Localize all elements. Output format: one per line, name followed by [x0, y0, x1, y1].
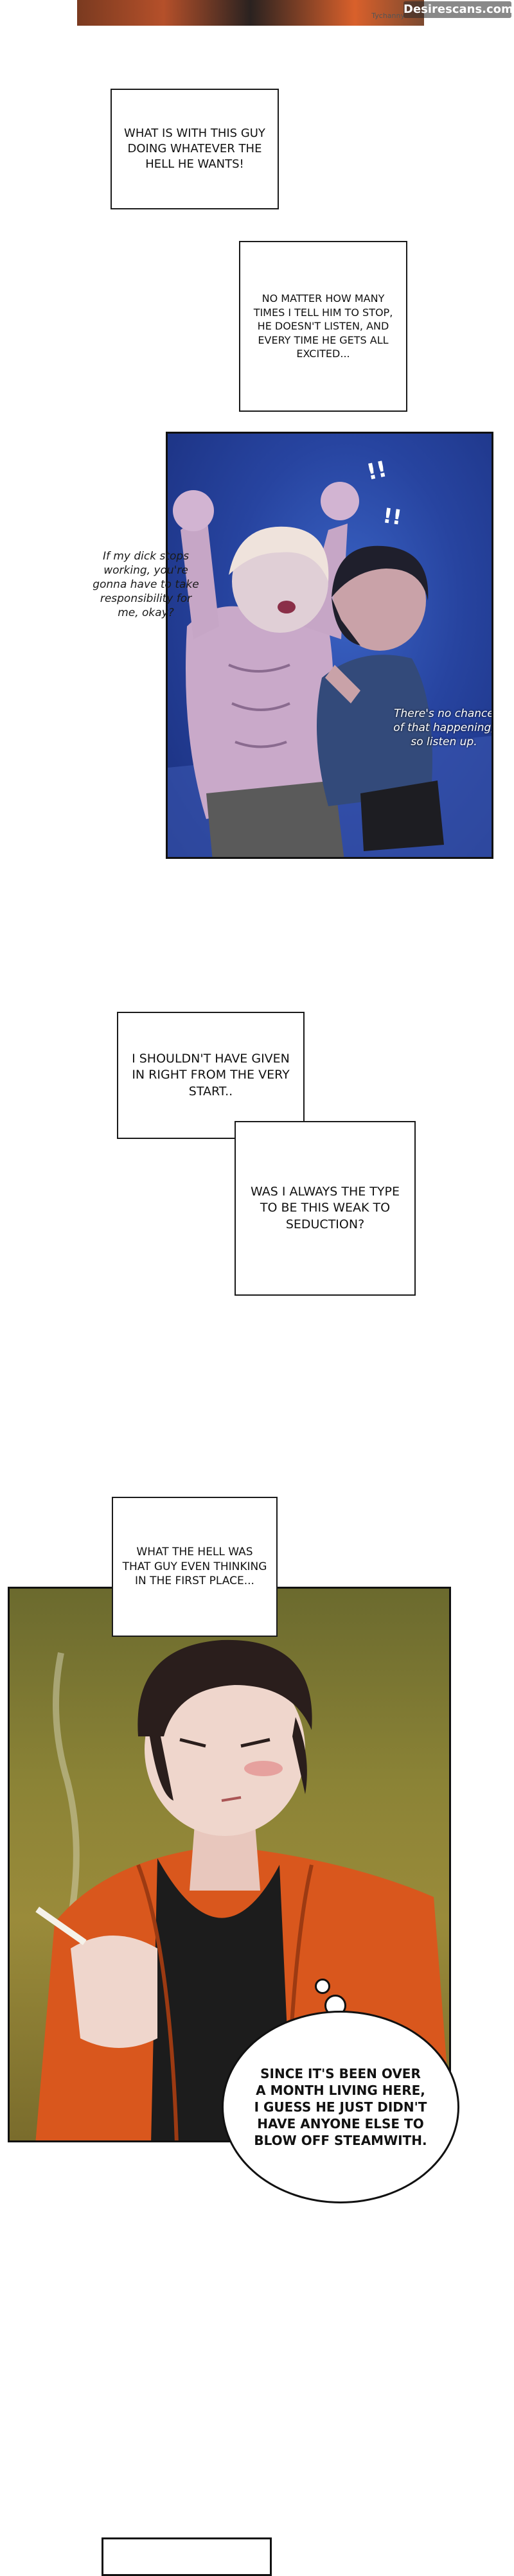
translator-credit: Tychanny	[371, 12, 405, 20]
thought-bubble: SINCE IT'S BEEN OVER A MONTH LIVING HERE…	[222, 2011, 459, 2203]
narration-box-6-partial	[102, 2537, 272, 2576]
thought-dot-small	[315, 1979, 330, 1994]
narration-box-2: NO MATTER HOW MANY TIMES I TELL HIM TO S…	[239, 241, 407, 412]
narration-box-5: WHAT THE HELL WAS THAT GUY EVEN THINKING…	[112, 1497, 278, 1637]
right-speech-bubble: There's no chance of that happening, so …	[393, 707, 493, 749]
narration-box-1: WHAT IS WITH THIS GUY DOING WHATEVER THE…	[111, 89, 279, 209]
sfx-exclamation-2: !!	[381, 503, 403, 530]
panel-blue-art	[168, 482, 492, 857]
narration-box-3: I SHOULDN'T HAVE GIVEN IN RIGHT FROM THE…	[117, 1012, 305, 1139]
panel-blue-scene: !! !! There's no chance of that happenin…	[166, 432, 493, 859]
site-watermark: Desirescans.com	[403, 1, 513, 18]
narration-box-4: WAS I ALWAYS THE TYPE TO BE THIS WEAK TO…	[235, 1121, 416, 1296]
previous-panel-strip	[77, 0, 424, 26]
left-speech-bubble: If my dick stops working, you're gonna h…	[93, 550, 199, 620]
